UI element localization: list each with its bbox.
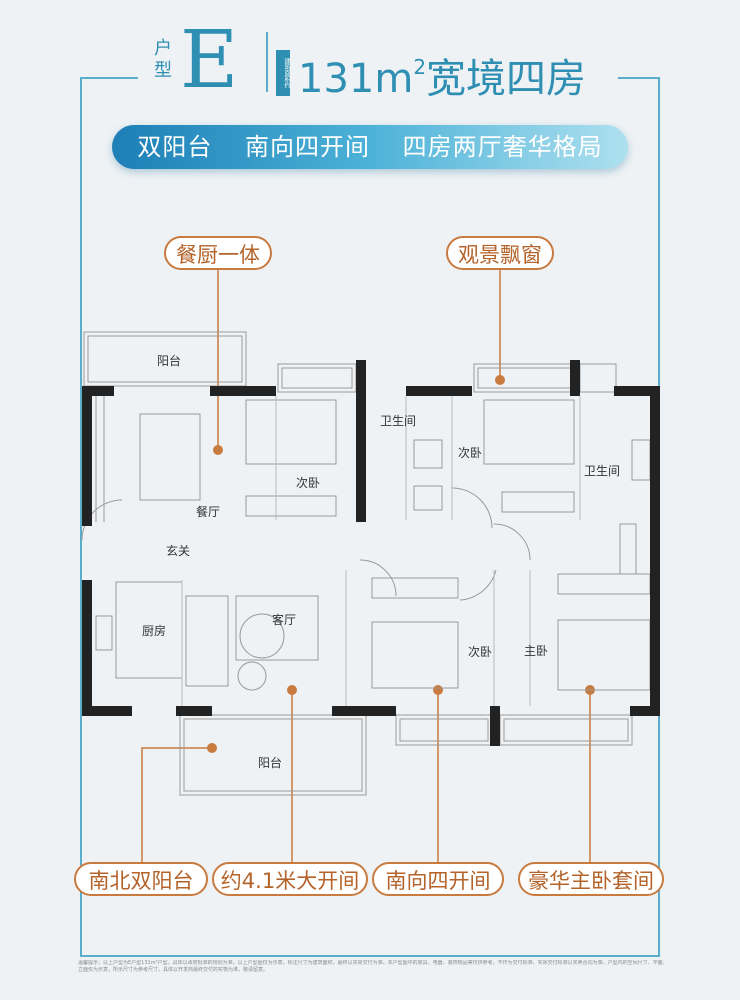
room-label-master: 主卧 [524, 644, 549, 658]
room-label-bedroom-nw: 次卧 [296, 476, 321, 490]
room-label-bathroom-2: 卫生间 [584, 464, 621, 478]
callout-dining-kitchen: 餐厨一体 [164, 236, 272, 270]
unit-type-label: 户型 [154, 38, 172, 81]
room-label-dining: 餐厅 [196, 505, 221, 519]
room-label-living: 客厅 [272, 613, 297, 627]
room-label-entrance: 玄关 [166, 544, 191, 558]
area-badge: 建筑面积约 [276, 50, 290, 96]
room-label-kitchen: 厨房 [142, 624, 167, 638]
callout-dots [207, 375, 595, 753]
callout-master-suite: 豪华主卧套间 [518, 862, 664, 896]
tagline-item: 南向四开间 [245, 133, 370, 161]
tagline-item: 四房两厅奢华格局 [402, 133, 603, 161]
tagline-item: 双阳台 [137, 133, 213, 161]
room-label-bedroom-ne: 次卧 [458, 446, 483, 460]
room-label-north-balcony: 阳台 [157, 354, 182, 368]
callout-south-rooms: 南向四开间 [372, 862, 504, 896]
frame-top-left-line [80, 77, 138, 79]
walls [82, 360, 660, 746]
inner-partitions [181, 396, 581, 706]
frame-bottom-line [80, 955, 660, 957]
header-divider [266, 32, 268, 92]
callout-double-balcony: 南北双阳台 [74, 862, 208, 896]
unit-header: 户型 E 建筑面积约 131m2宽境四房 [150, 13, 610, 106]
room-label-bathroom-1: 卫生间 [380, 414, 417, 428]
room-label-south-balcony: 阳台 [258, 756, 283, 770]
unit-area-title: 131m2宽境四房 [298, 55, 587, 102]
frame-top-right-line [618, 77, 660, 79]
disclaimer-text: 温馨提示：以上户型为E户型131m²户型，具体以政府批准的规划为准，以上户型图仅… [78, 960, 668, 973]
feature-tagline: 双阳台 南向四开间 四房两厅奢华格局 [112, 125, 628, 169]
callout-wide-opening: 约4.1米大开间 [212, 862, 368, 896]
room-label-bedroom-s: 次卧 [468, 645, 493, 659]
unit-type-letter: E [180, 13, 239, 106]
frame-left-line [80, 77, 82, 957]
callout-bay-window: 观景飘窗 [446, 236, 554, 270]
